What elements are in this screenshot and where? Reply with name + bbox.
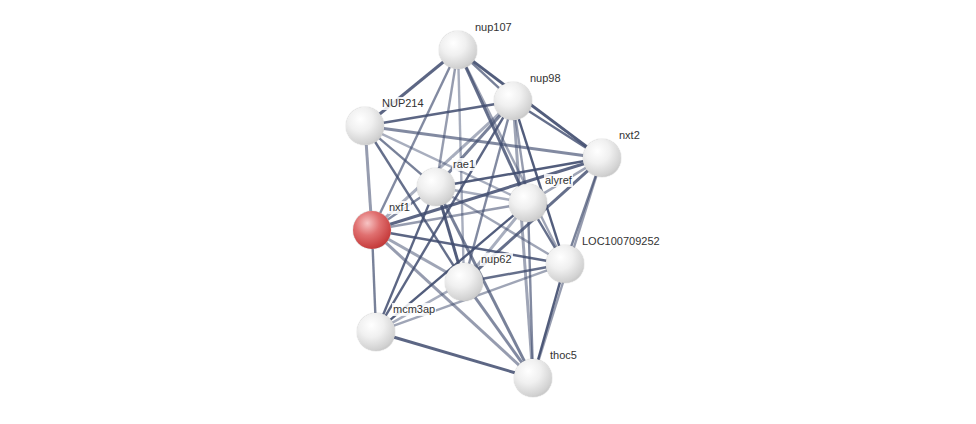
node-label: nup98	[529, 72, 562, 85]
protein-node: alyref	[509, 184, 547, 222]
protein-node: NUP214	[346, 107, 384, 145]
node-label: mcm3ap	[392, 303, 436, 316]
protein-node: nup107	[439, 31, 477, 69]
protein-node: nup62	[445, 263, 483, 301]
interaction-edge	[475, 297, 522, 362]
interaction-edge	[538, 219, 555, 248]
interaction-edge	[539, 176, 597, 360]
interaction-edge	[380, 62, 444, 114]
protein-node: thoc5	[514, 359, 552, 397]
node-label: NUP214	[381, 97, 425, 110]
node-label: thoc5	[549, 349, 578, 362]
interaction-edge	[389, 239, 448, 272]
node-label: rae1	[452, 158, 476, 171]
interaction-edge	[386, 114, 499, 217]
node-label: nxt2	[618, 129, 641, 142]
interaction-edge	[529, 222, 533, 359]
interaction-edge	[391, 233, 547, 260]
node-label: nxf1	[388, 201, 411, 214]
protein-node: rae1	[417, 168, 455, 206]
node-label: alyref	[544, 174, 573, 187]
interaction-edge	[390, 164, 584, 225]
interaction-edge	[384, 129, 583, 156]
interaction-edge	[373, 249, 376, 313]
protein-node: LOC100709252	[546, 245, 584, 283]
node-label: LOC100709252	[581, 235, 661, 248]
interaction-edge	[393, 291, 448, 322]
interaction-edge	[388, 198, 420, 220]
node-label: nup62	[480, 253, 513, 266]
protein-node: mcm3ap	[357, 313, 395, 351]
protein-node: nup98	[494, 82, 532, 120]
interaction-edge	[394, 337, 515, 372]
interaction-edge	[366, 145, 370, 211]
node-label: nup107	[474, 21, 513, 34]
interaction-edge	[455, 190, 510, 199]
interaction-edge	[529, 111, 586, 148]
protein-node: nxt2	[583, 139, 621, 177]
protein-node: nxf1	[353, 211, 391, 249]
